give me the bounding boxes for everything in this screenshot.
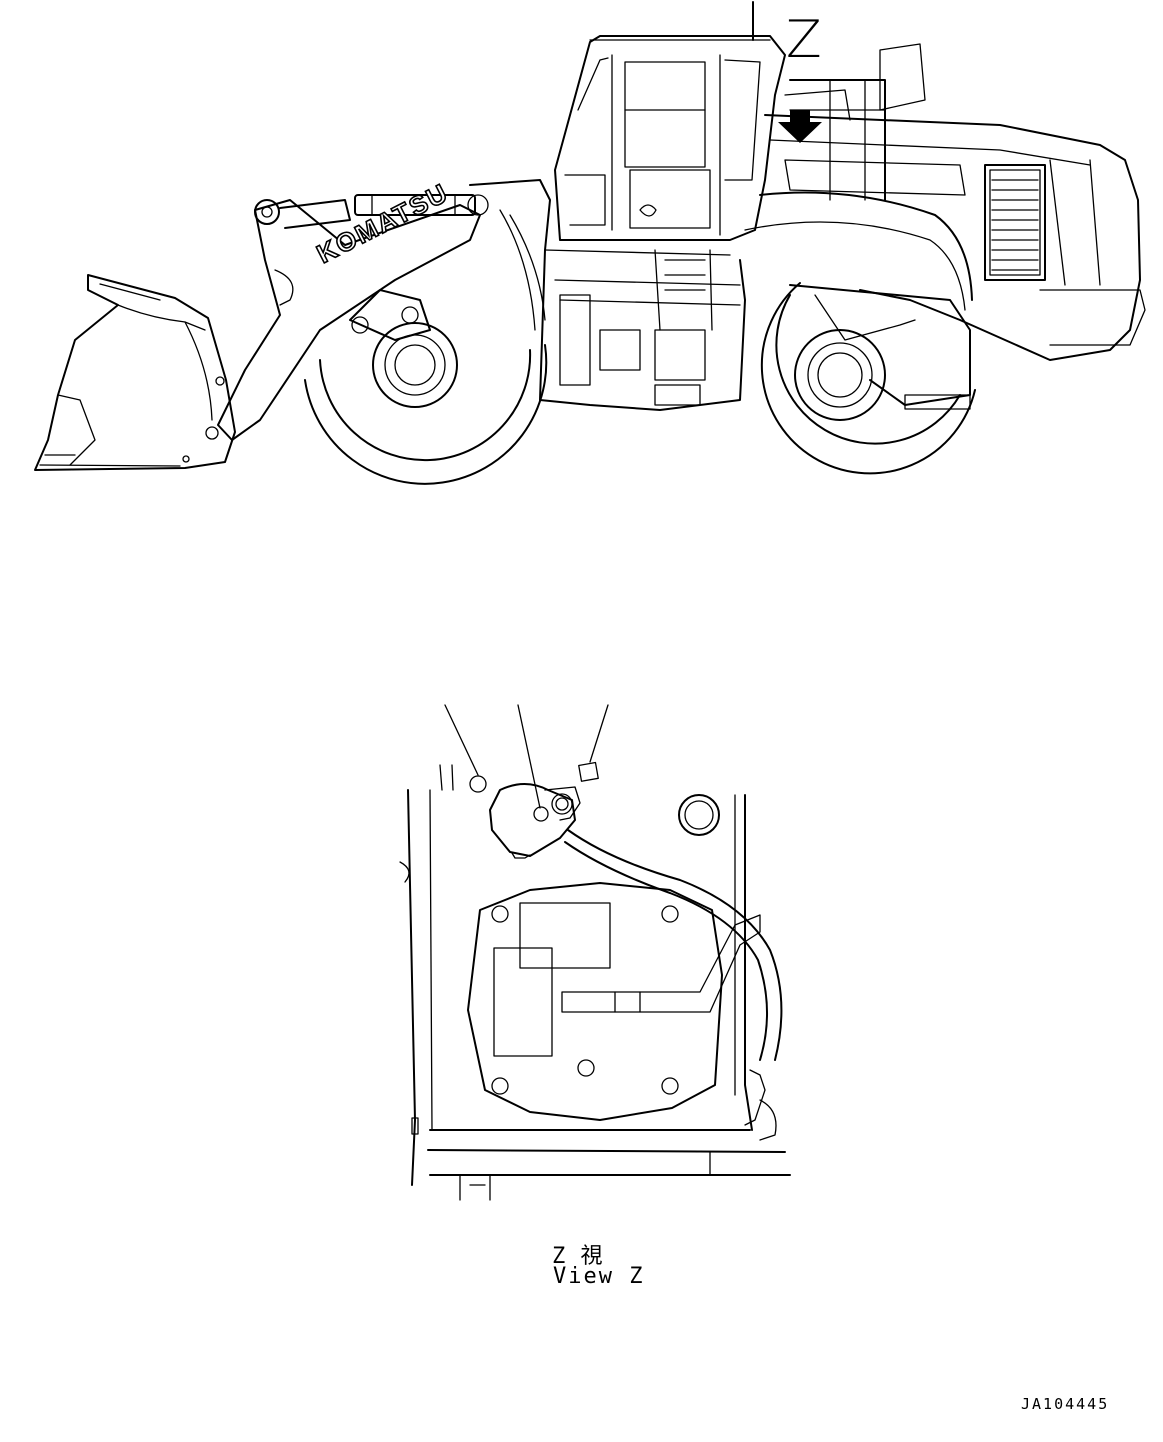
view-caption-english: View Z <box>553 1264 645 1289</box>
view-caption-japanese: Z 視 <box>552 1244 604 1269</box>
bucket <box>34 274 236 471</box>
leader-lines <box>444 704 609 809</box>
wheel-loader-side-view <box>34 1 1146 485</box>
lift-cylinder <box>354 194 489 216</box>
view-letter-label: Z <box>786 10 822 70</box>
callout-part-2 <box>533 806 549 822</box>
view-z-detail <box>399 704 791 1201</box>
callout-part-3 <box>578 761 599 782</box>
radiator-grille <box>989 169 1041 276</box>
front-wheel <box>304 322 548 485</box>
engine-hood <box>744 43 1146 361</box>
callout-part-1 <box>469 775 487 793</box>
drawing-number: JA104445 <box>1021 1395 1110 1413</box>
rear-wheel <box>760 282 976 475</box>
operator-cab <box>554 1 786 241</box>
view-direction-arrow-icon <box>778 110 822 143</box>
chassis <box>469 179 746 411</box>
lift-arm <box>217 199 481 441</box>
